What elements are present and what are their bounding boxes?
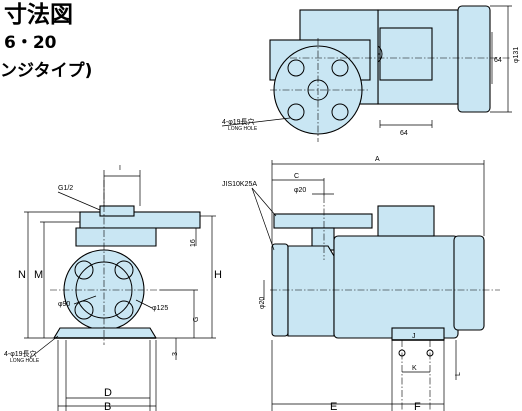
front-hole-note: 4-φ19長穴 bbox=[4, 349, 37, 358]
front-dim-90: φ90 bbox=[58, 301, 70, 308]
side-motor-body bbox=[333, 235, 459, 339]
mount-type: ンジタイプ) bbox=[0, 60, 92, 81]
front-dim-125: φ125 bbox=[152, 305, 168, 312]
front-dim-I: I bbox=[119, 165, 121, 172]
side-base bbox=[391, 327, 445, 341]
front-bolt-hole-1 bbox=[74, 260, 94, 280]
front-port-label: G1/2 bbox=[58, 185, 73, 192]
model-number: 6・20 bbox=[4, 33, 57, 53]
side-top-flange bbox=[273, 213, 373, 229]
front-dim-16: 16 bbox=[190, 239, 197, 247]
front-port-boss bbox=[99, 205, 135, 217]
front-base bbox=[53, 327, 157, 339]
side-view: A C φ20 JIS10K25A φ20 J K L E bbox=[222, 156, 500, 411]
front-bolt-hole-2 bbox=[114, 260, 134, 280]
side-fan-cover bbox=[453, 235, 485, 331]
side-dim-A: A bbox=[375, 156, 380, 163]
front-dim-G: G bbox=[193, 317, 200, 322]
top-bolt-hole-4 bbox=[331, 103, 349, 121]
side-dim-E: E bbox=[330, 401, 337, 411]
side-flange-label: JIS10K25A bbox=[222, 181, 257, 188]
front-dim-D: D bbox=[104, 387, 112, 399]
side-dim-F: F bbox=[414, 401, 421, 411]
front-dim-3: 3 bbox=[172, 352, 179, 356]
front-dim-B: B bbox=[104, 401, 111, 411]
top-dim-131: φ131 bbox=[513, 47, 520, 63]
front-dim-H: H bbox=[214, 269, 222, 281]
side-dim-L: L bbox=[455, 372, 462, 376]
side-terminal-box bbox=[377, 205, 435, 237]
side-dim-20-top: φ20 bbox=[294, 187, 306, 194]
front-bolt-hole-4 bbox=[114, 300, 134, 320]
top-bolt-hole-2 bbox=[331, 59, 349, 77]
top-dim-64-horizontal: 64 bbox=[400, 130, 408, 137]
front-view: I G1/2 N M 16 H G φ90 φ125 3 4-φ19長 bbox=[4, 165, 222, 411]
side-pump-casing bbox=[287, 245, 335, 337]
top-bolt-hole-1 bbox=[287, 59, 305, 77]
front-bolt-hole-3 bbox=[74, 300, 94, 320]
front-casing bbox=[75, 227, 157, 247]
front-dim-N: N bbox=[18, 269, 26, 281]
top-terminal-box bbox=[379, 27, 433, 81]
top-dim-64-vertical: 64 bbox=[494, 57, 502, 64]
side-dim-K: K bbox=[412, 365, 417, 372]
top-bolt-hole-3 bbox=[287, 103, 305, 121]
side-dim-J: J bbox=[412, 333, 416, 340]
front-hole-note-en: LONG HOLE bbox=[10, 358, 40, 364]
top-motor-fan-cover bbox=[457, 5, 491, 113]
side-dim-20-side: φ20 bbox=[259, 297, 266, 309]
top-view: 64 64 φ131 4-φ19長穴 LONG HOLE bbox=[221, 5, 520, 142]
front-top-flange bbox=[79, 211, 201, 229]
top-hole-note: 4-φ19長穴 bbox=[222, 117, 255, 126]
side-dim-C: C bbox=[294, 173, 299, 180]
drawing-title: 寸法図 bbox=[4, 2, 73, 28]
front-dim-M: M bbox=[34, 269, 43, 281]
top-hole-note-en: LONG HOLE bbox=[228, 126, 258, 132]
